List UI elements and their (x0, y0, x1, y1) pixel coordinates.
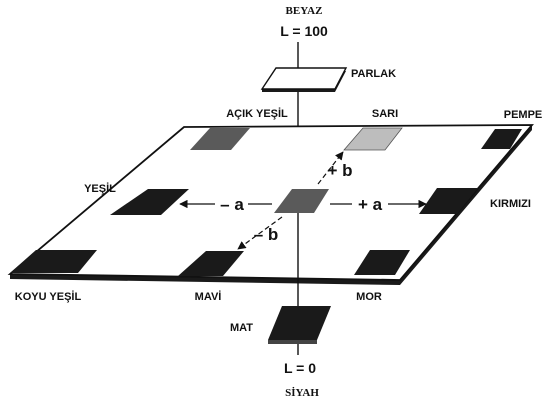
minus-b-label: – b (254, 225, 279, 244)
color-plane (7, 124, 534, 285)
swatch-center (274, 189, 329, 213)
swatch-red (419, 188, 478, 214)
white-pole-label: BEYAZ (286, 5, 323, 17)
black-pole-label: SİYAH (285, 387, 319, 399)
green-label: YEŞİL (84, 182, 116, 195)
swatch-green (110, 189, 189, 215)
swatch-blue (178, 251, 244, 276)
swatch-purple (354, 250, 410, 275)
plus-b-label: + b (327, 161, 352, 180)
glossy-block (260, 67, 348, 92)
yellow-label: SARI (372, 108, 398, 120)
swatch-pink (481, 129, 522, 149)
blue-label: MAVİ (195, 290, 222, 303)
plus-a-label: + a (358, 195, 383, 214)
plus-b-arrow (317, 151, 344, 185)
dark-green-label: KOYU YEŞİL (15, 290, 82, 303)
swatches (10, 127, 522, 276)
glossy-label: PARLAK (351, 68, 396, 80)
purple-label: MOR (356, 291, 382, 303)
minus-a-label: – a (220, 195, 244, 214)
red-label: KIRMIZI (490, 198, 531, 210)
swatch-dark-green (10, 250, 97, 273)
swatch-yellow (343, 127, 403, 151)
minus-b-arrow (237, 216, 283, 250)
matte-label: MAT (230, 322, 253, 334)
ab-axes (179, 151, 427, 250)
matte-block (268, 306, 331, 344)
l-100-label: L = 100 (280, 23, 328, 39)
pink-label: PEMPE (504, 109, 543, 121)
l-0-label: L = 0 (284, 360, 316, 376)
swatch-light-green (190, 128, 250, 150)
light-green-label: AÇIK YEŞİL (226, 107, 288, 120)
